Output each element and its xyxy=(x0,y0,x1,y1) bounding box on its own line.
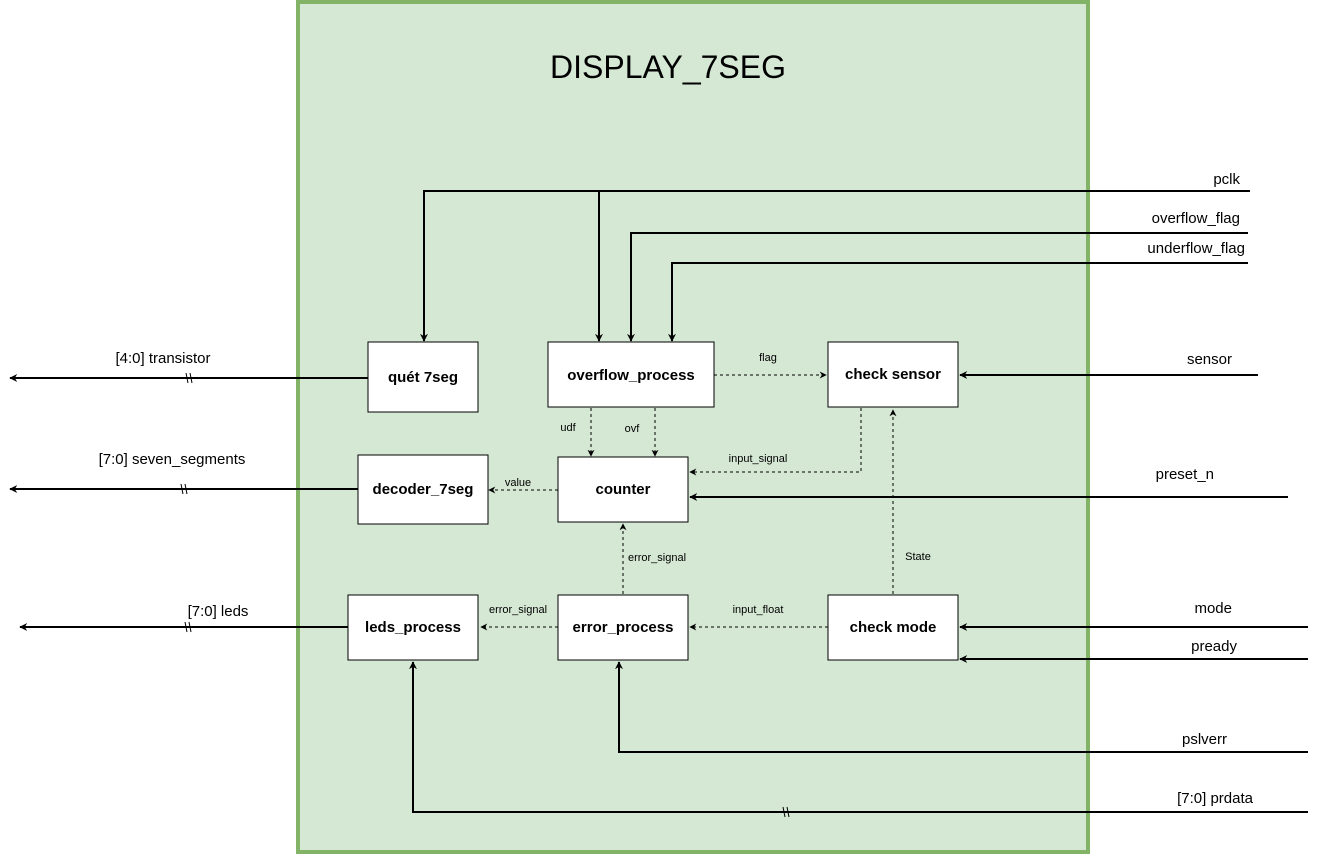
label-mode: mode xyxy=(1194,600,1232,617)
bus-mark-prdata xyxy=(782,806,790,818)
block-check-sensor xyxy=(827,341,959,408)
bus-mark-seven-segments xyxy=(180,483,188,495)
label-udf: udf xyxy=(560,422,576,434)
label-sensor: sensor xyxy=(1187,351,1232,368)
label-quet-7seg: quét 7seg xyxy=(388,369,458,386)
wire-pclk-to-overflow xyxy=(595,190,720,342)
label-decoder-7seg: decoder_7seg xyxy=(373,481,474,498)
wire-pslverr xyxy=(615,661,1308,753)
label-underflow-flag: underflow_flag xyxy=(1147,240,1245,257)
module-title: DISPLAY_7SEG xyxy=(550,49,786,85)
label-check-sensor: check sensor xyxy=(845,366,941,383)
label-error-signal-up: error_signal xyxy=(628,552,686,564)
label-preset-n: preset_n xyxy=(1156,466,1214,483)
label-input-float: input_float xyxy=(733,604,784,616)
block-leds-process xyxy=(347,594,479,661)
label-pclk: pclk xyxy=(1213,171,1240,188)
label-value: value xyxy=(505,477,531,489)
label-pslverr: pslverr xyxy=(1182,731,1227,748)
label-prdata: [7:0] prdata xyxy=(1177,790,1254,807)
label-overflow-flag: overflow_flag xyxy=(1152,210,1240,227)
label-counter: counter xyxy=(595,481,650,498)
block-decoder-7seg xyxy=(357,454,489,525)
wire-pclk-to-quet xyxy=(420,190,1250,342)
label-error-process: error_process xyxy=(573,619,674,636)
label-leds-process: leds_process xyxy=(365,619,461,636)
wire-prdata xyxy=(409,661,1308,813)
wire-overflow-flag xyxy=(627,232,1248,342)
block-check-mode xyxy=(827,594,959,661)
module-container xyxy=(296,0,1090,854)
label-flag: flag xyxy=(759,352,777,364)
label-pready: pready xyxy=(1191,638,1237,655)
label-input-signal: input_signal xyxy=(729,453,788,465)
block-quet-7seg xyxy=(367,341,479,413)
label-ovf: ovf xyxy=(625,423,641,435)
bus-mark-transistor xyxy=(185,372,193,384)
wire-underflow-flag xyxy=(668,262,1248,342)
label-error-signal-left: error_signal xyxy=(489,604,547,616)
label-check-mode: check mode xyxy=(850,619,937,636)
label-leds: [7:0] leds xyxy=(188,603,249,620)
block-counter xyxy=(557,456,689,523)
block-error-process xyxy=(557,594,689,661)
label-seven-segments: [7:0] seven_segments xyxy=(99,451,246,468)
bus-mark-leds xyxy=(184,621,192,633)
label-transistor: [4:0] transistor xyxy=(115,350,210,367)
label-overflow-process: overflow_process xyxy=(567,367,695,384)
block-overflow-process xyxy=(547,341,715,408)
label-state: State xyxy=(905,551,931,563)
